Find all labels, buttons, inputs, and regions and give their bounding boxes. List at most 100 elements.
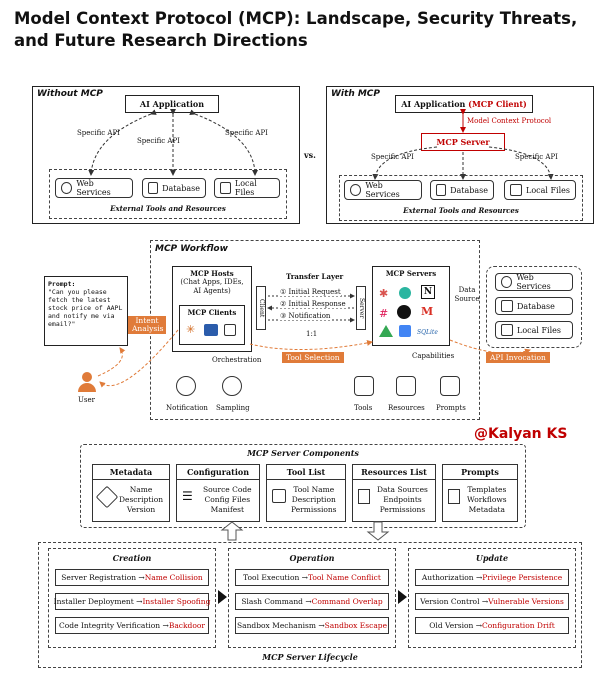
- arrow-operation-update: [398, 590, 407, 604]
- web-icon: [61, 182, 73, 194]
- notification-label: Notification: [166, 404, 208, 412]
- with-external-tools-group: Web Services Database Local Files Extern…: [339, 175, 583, 221]
- lifecycle-panel: [38, 542, 582, 668]
- server-logo-2-icon: [399, 287, 411, 299]
- page-title: Model Context Protocol (MCP): Landscape,…: [14, 9, 578, 50]
- with-web-services-chip: Web Services: [344, 180, 422, 200]
- tool-selection-tag: Tool Selection: [282, 352, 344, 363]
- operation-row-2: Slash Command → Command Overlap: [235, 593, 389, 610]
- configuration-lines: Source Code Config Files Manifest: [203, 485, 252, 515]
- tool-line-1: Tool Name: [293, 485, 335, 494]
- tool-line-2: Description: [291, 495, 336, 504]
- mcp-hosts-box: MCP Hosts (Chat Apps, IDEs, AI Agents) M…: [172, 266, 252, 352]
- with-api-left: Specific API: [371, 153, 414, 161]
- api-label-left: Specific API: [77, 129, 120, 137]
- without-arrows: [88, 109, 258, 176]
- with-local-files-label: Local Files: [526, 185, 570, 195]
- mcp-client-label: (MCP Client): [468, 99, 527, 109]
- client-tag: Client: [256, 286, 266, 330]
- folder-icon: [510, 184, 522, 196]
- server-tag: Server: [356, 286, 366, 330]
- arrow-creation-operation: [218, 590, 227, 604]
- config-line-1: Source Code: [203, 485, 252, 494]
- prompts-label: Prompts: [436, 404, 466, 412]
- mcp-servers-box: MCP Servers ✱ N # M SQLite: [372, 266, 450, 346]
- data-source-label: Data Source: [454, 286, 480, 303]
- database-icon: [436, 184, 447, 196]
- external-tools-group: Web Services Database Local Files Extern…: [49, 169, 287, 219]
- web-icon: [501, 276, 513, 288]
- agent-logo-icon: [224, 324, 236, 336]
- github-icon: [397, 305, 411, 319]
- creation-row-1: Server Registration → Name Collision: [55, 569, 209, 586]
- metadata-line-1: Name: [129, 485, 153, 494]
- creation-title: Creation: [112, 553, 152, 563]
- config-line-2: Config Files: [204, 495, 251, 504]
- right-web-services-chip: Web Services: [495, 273, 573, 291]
- web-services-chip: Web Services: [55, 178, 133, 198]
- api-label-right: Specific API: [225, 129, 268, 137]
- mcp-clients-box: MCP Clients ✳: [179, 305, 245, 345]
- metadata-component: Metadata Name Description Version: [92, 464, 170, 522]
- configuration-title: Configuration: [177, 465, 259, 480]
- orchestration-label: Orchestration: [212, 356, 262, 364]
- external-tools-label: External Tools and Resources: [110, 204, 226, 213]
- tool-list-component: Tool List Tool Name Description Permissi…: [266, 464, 346, 522]
- sqlite-label: SQLite: [417, 329, 438, 336]
- folder-icon: [501, 324, 513, 336]
- clients-title: MCP Clients: [187, 308, 237, 317]
- configuration-component: Configuration ☰ Source Code Config Files…: [176, 464, 260, 522]
- without-mcp-label: Without MCP: [37, 89, 103, 99]
- resources-list-lines: Data Sources Endpoints Permissions: [377, 485, 428, 515]
- without-mcp-panel: Without MCP AI Application Specific API …: [32, 86, 300, 224]
- prompt-text: "Can you please fetch the latest stock p…: [48, 288, 123, 328]
- gmail-icon: M: [421, 305, 434, 318]
- database-icon: [148, 182, 159, 194]
- local-files-label: Local Files: [234, 179, 257, 197]
- resource-line-3: Permissions: [379, 505, 426, 514]
- with-database-chip: Database: [430, 180, 494, 200]
- with-arrow-left: [372, 146, 438, 180]
- watermark: @Kalyan KS: [474, 426, 568, 442]
- prompts-line-3: Metadata: [468, 505, 505, 514]
- update-row-2: Version Control → Vulnerable Versions: [415, 593, 569, 610]
- with-web-services-label: Web Services: [365, 181, 400, 199]
- clients-to-user: [99, 329, 179, 388]
- prompt-doc-icon: [448, 489, 460, 504]
- web-icon: [350, 184, 362, 196]
- transfer-title: Transfer Layer: [286, 272, 344, 281]
- components-panel: [80, 444, 526, 528]
- up-arrow: [220, 521, 244, 541]
- prompt-box: Prompt: "Can you please fetch the latest…: [44, 276, 128, 346]
- capabilities-label: Capabilities: [412, 352, 455, 360]
- server-logo-3-icon: [399, 325, 411, 337]
- api-label-mid: Specific API: [137, 137, 180, 145]
- step-3: ③ Notification: [280, 312, 331, 320]
- right-database-chip: Database: [495, 297, 573, 315]
- update-title: Update: [475, 553, 509, 563]
- right-local-label: Local Files: [517, 325, 561, 335]
- resources-label: Resources: [388, 404, 425, 412]
- bell-icon: [176, 376, 196, 396]
- user-label: User: [78, 396, 95, 404]
- operation-title: Operation: [289, 553, 335, 563]
- with-database-label: Database: [450, 185, 488, 195]
- slack-icon: #: [379, 307, 389, 320]
- with-mcp-panel: With MCP AI Application (MCP Client) Mod…: [326, 86, 594, 224]
- with-arrows: [372, 109, 554, 180]
- user-to-prompt: [97, 347, 126, 377]
- tools-icon: [354, 376, 374, 396]
- database-icon: [501, 300, 513, 312]
- creation-row-2: Installer Deployment → Installer Spoofin…: [54, 593, 210, 610]
- with-local-files-chip: Local Files: [504, 180, 576, 200]
- resource-line-2: Endpoints: [383, 495, 422, 504]
- tool-list-icon: [272, 489, 286, 503]
- notion-icon: N: [421, 285, 435, 299]
- sampling-label: Sampling: [216, 404, 250, 412]
- right-tools-group: Web Services Database Local Files: [486, 266, 582, 348]
- tool-list-lines: Tool Name Description Permissions: [291, 485, 337, 515]
- resource-line-1: Data Sources: [377, 485, 428, 494]
- prompts-component: Prompts Templates Workflows Metadata: [442, 464, 518, 522]
- operation-row-3: Sandbox Mechanism → Sandbox Escape: [235, 617, 389, 634]
- prompt-title: Prompt:: [48, 280, 76, 288]
